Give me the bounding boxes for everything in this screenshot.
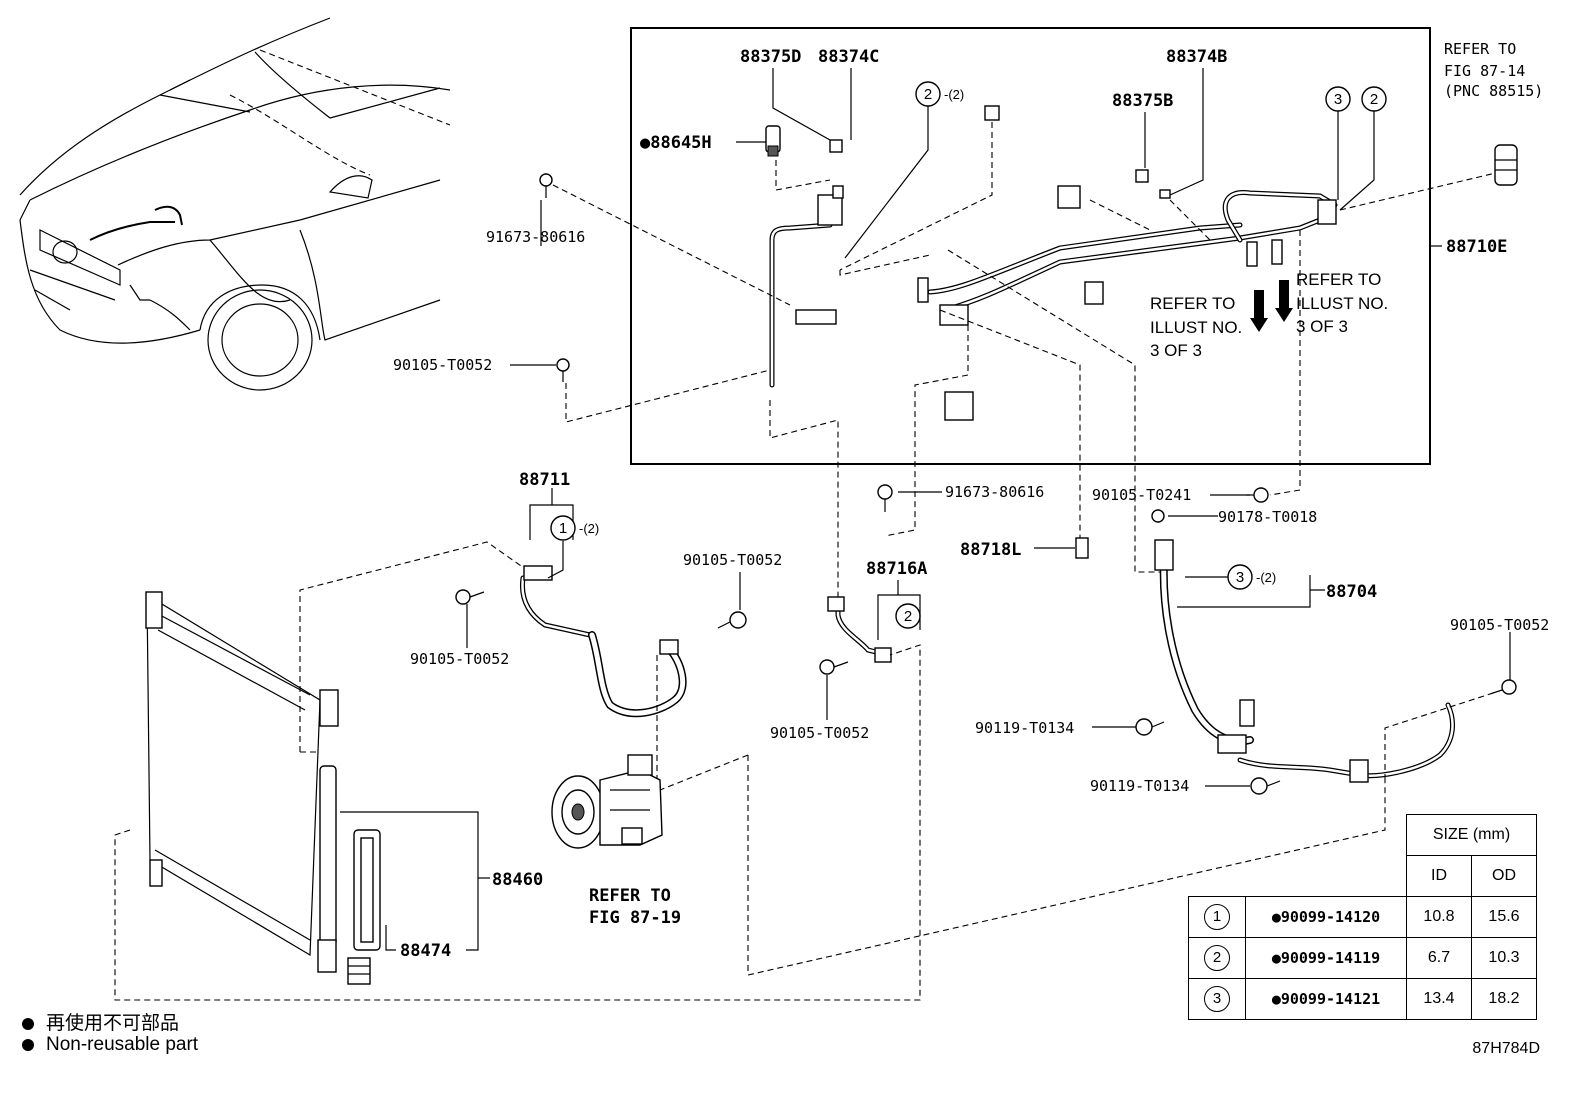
hose-size-table: SIZE (mm) ID OD 1 ●90099-14120 10.8 15.6… [1188,814,1537,1020]
circle-2-mid: 2 [904,608,912,625]
legend-en: Non-reusable part [22,1034,198,1056]
circle-3-right: 3 [1334,91,1342,108]
label-88704: 88704 [1326,582,1377,602]
condenser-88460 [145,591,381,985]
row-id: 13.4 [1406,978,1472,1020]
label-91673-80616-top: 91673-80616 [486,228,585,246]
bullet-icon [22,1038,34,1051]
legend-cn-text: 再使用不可部品 [46,1013,180,1034]
label-88645h: ●88645H [640,133,712,153]
label-88718l: 88718L [960,540,1021,560]
refer-illust-a-l3: 3 OF 3 [1150,341,1202,360]
col-id: ID [1406,855,1472,897]
refer-arrows [1250,280,1293,332]
label-88711: 88711 [519,470,570,490]
circle-2-right: 2 [1370,91,1378,108]
label-88716a: 88716A [866,559,927,579]
hose-88704 [1154,539,1491,783]
bolts [455,173,1517,795]
refer-illust-b-l3: 3 OF 3 [1296,317,1348,336]
table-row: 2 ●90099-14119 6.7 10.3 [1188,937,1537,979]
label-88375d: 88375D [740,47,801,67]
row-od: 10.3 [1471,937,1537,979]
bullet-icon [22,1017,34,1030]
label-90105-t0052-right: 90105-T0052 [1450,616,1549,634]
label-91673-80616-mid: 91673-80616 [945,483,1044,501]
refer-illust-a-l1: REFER TO [1150,294,1235,313]
label-88710e: 88710E [1446,237,1507,257]
label-88374c: 88374C [818,47,879,67]
circled-symbols: 2 -(2) 3 2 1 -(2) 2 3 -(2) [550,81,1387,629]
refer-illust-b-l1: REFER TO [1296,270,1381,289]
label-90105-t0052-left: 90105-T0052 [410,650,509,668]
compressor [551,754,663,849]
legend-cn: 再使用不可部品 [22,1008,179,1035]
row-od: 15.6 [1471,896,1537,938]
circle-2-top: 2 [924,86,932,103]
row-id: 10.8 [1406,896,1472,938]
table-row: 3 ●90099-14121 13.4 18.2 [1188,978,1537,1020]
assembly-dashed-frames [114,541,1386,1001]
refer-illust-b-l2: ILLUST NO. [1296,294,1388,313]
table-row: 1 ●90099-14120 10.8 15.6 [1188,896,1537,938]
row-part: ●90099-14119 [1245,937,1407,979]
label-88474: 88474 [400,941,451,961]
row-od: 18.2 [1471,978,1537,1020]
label-88375b: 88375B [1112,91,1173,111]
receiver-88515 [1494,144,1518,186]
refer-fig-87-19-l2: FIG 87-19 [589,908,681,928]
row-part: ●90099-14121 [1245,978,1407,1020]
row-id: 6.7 [1406,937,1472,979]
circle-3-lower: 3 [1236,569,1244,586]
circle-2-top-qty: -(2) [944,87,964,102]
pipe-88716a [827,596,892,663]
label-88460: 88460 [492,870,543,890]
label-90119-t0134-b: 90119-T0134 [1090,777,1189,795]
size-header: SIZE (mm) [1406,814,1537,856]
refer-notes: REFER TO FIG 87-14 (PNC 88515) REFER TO … [589,40,1543,928]
legend-en-text: Non-reusable part [46,1034,199,1055]
pressure-switch [765,105,1171,199]
inset-box [630,27,1431,465]
leader-brackets [340,68,1511,951]
label-90105-t0052-top: 90105-T0052 [393,356,492,374]
refer-fig-87-14-l2: FIG 87-14 [1444,62,1525,80]
col-od: OD [1471,855,1537,897]
label-90105-t0241: 90105-T0241 [1092,486,1191,504]
refer-fig-87-14-l3: (PNC 88515) [1444,82,1543,100]
hose-88711 [519,565,687,790]
row-symbol: 1 [1204,904,1230,930]
pipe-88710e [769,185,1338,421]
part-labels: 88375D 88374C ●88645H 91673-80616 90105-… [393,47,1549,961]
label-90178-t0018: 90178-T0018 [1218,508,1317,526]
refer-fig-87-19-l1: REFER TO [589,886,671,906]
circle-1-left-qty: -(2) [579,521,599,536]
circle-1-left: 1 [559,520,567,537]
label-90105-t0052-mid: 90105-T0052 [683,551,782,569]
vehicle-outline [19,17,451,391]
circle-3-lower-qty: -(2) [1256,570,1276,585]
refer-fig-87-14-l1: REFER TO [1444,40,1516,58]
row-part: ●90099-14120 [1245,896,1407,938]
label-90119-t0134-a: 90119-T0134 [975,719,1074,737]
row-symbol: 2 [1204,945,1230,971]
diagram-code: 87H784D [1472,1040,1540,1057]
label-90105-t0052-low: 90105-T0052 [770,724,869,742]
refer-illust-a-l2: ILLUST NO. [1150,318,1242,337]
label-88374b: 88374B [1166,47,1227,67]
row-symbol: 3 [1204,986,1230,1012]
dashed-leaders [552,122,1501,600]
